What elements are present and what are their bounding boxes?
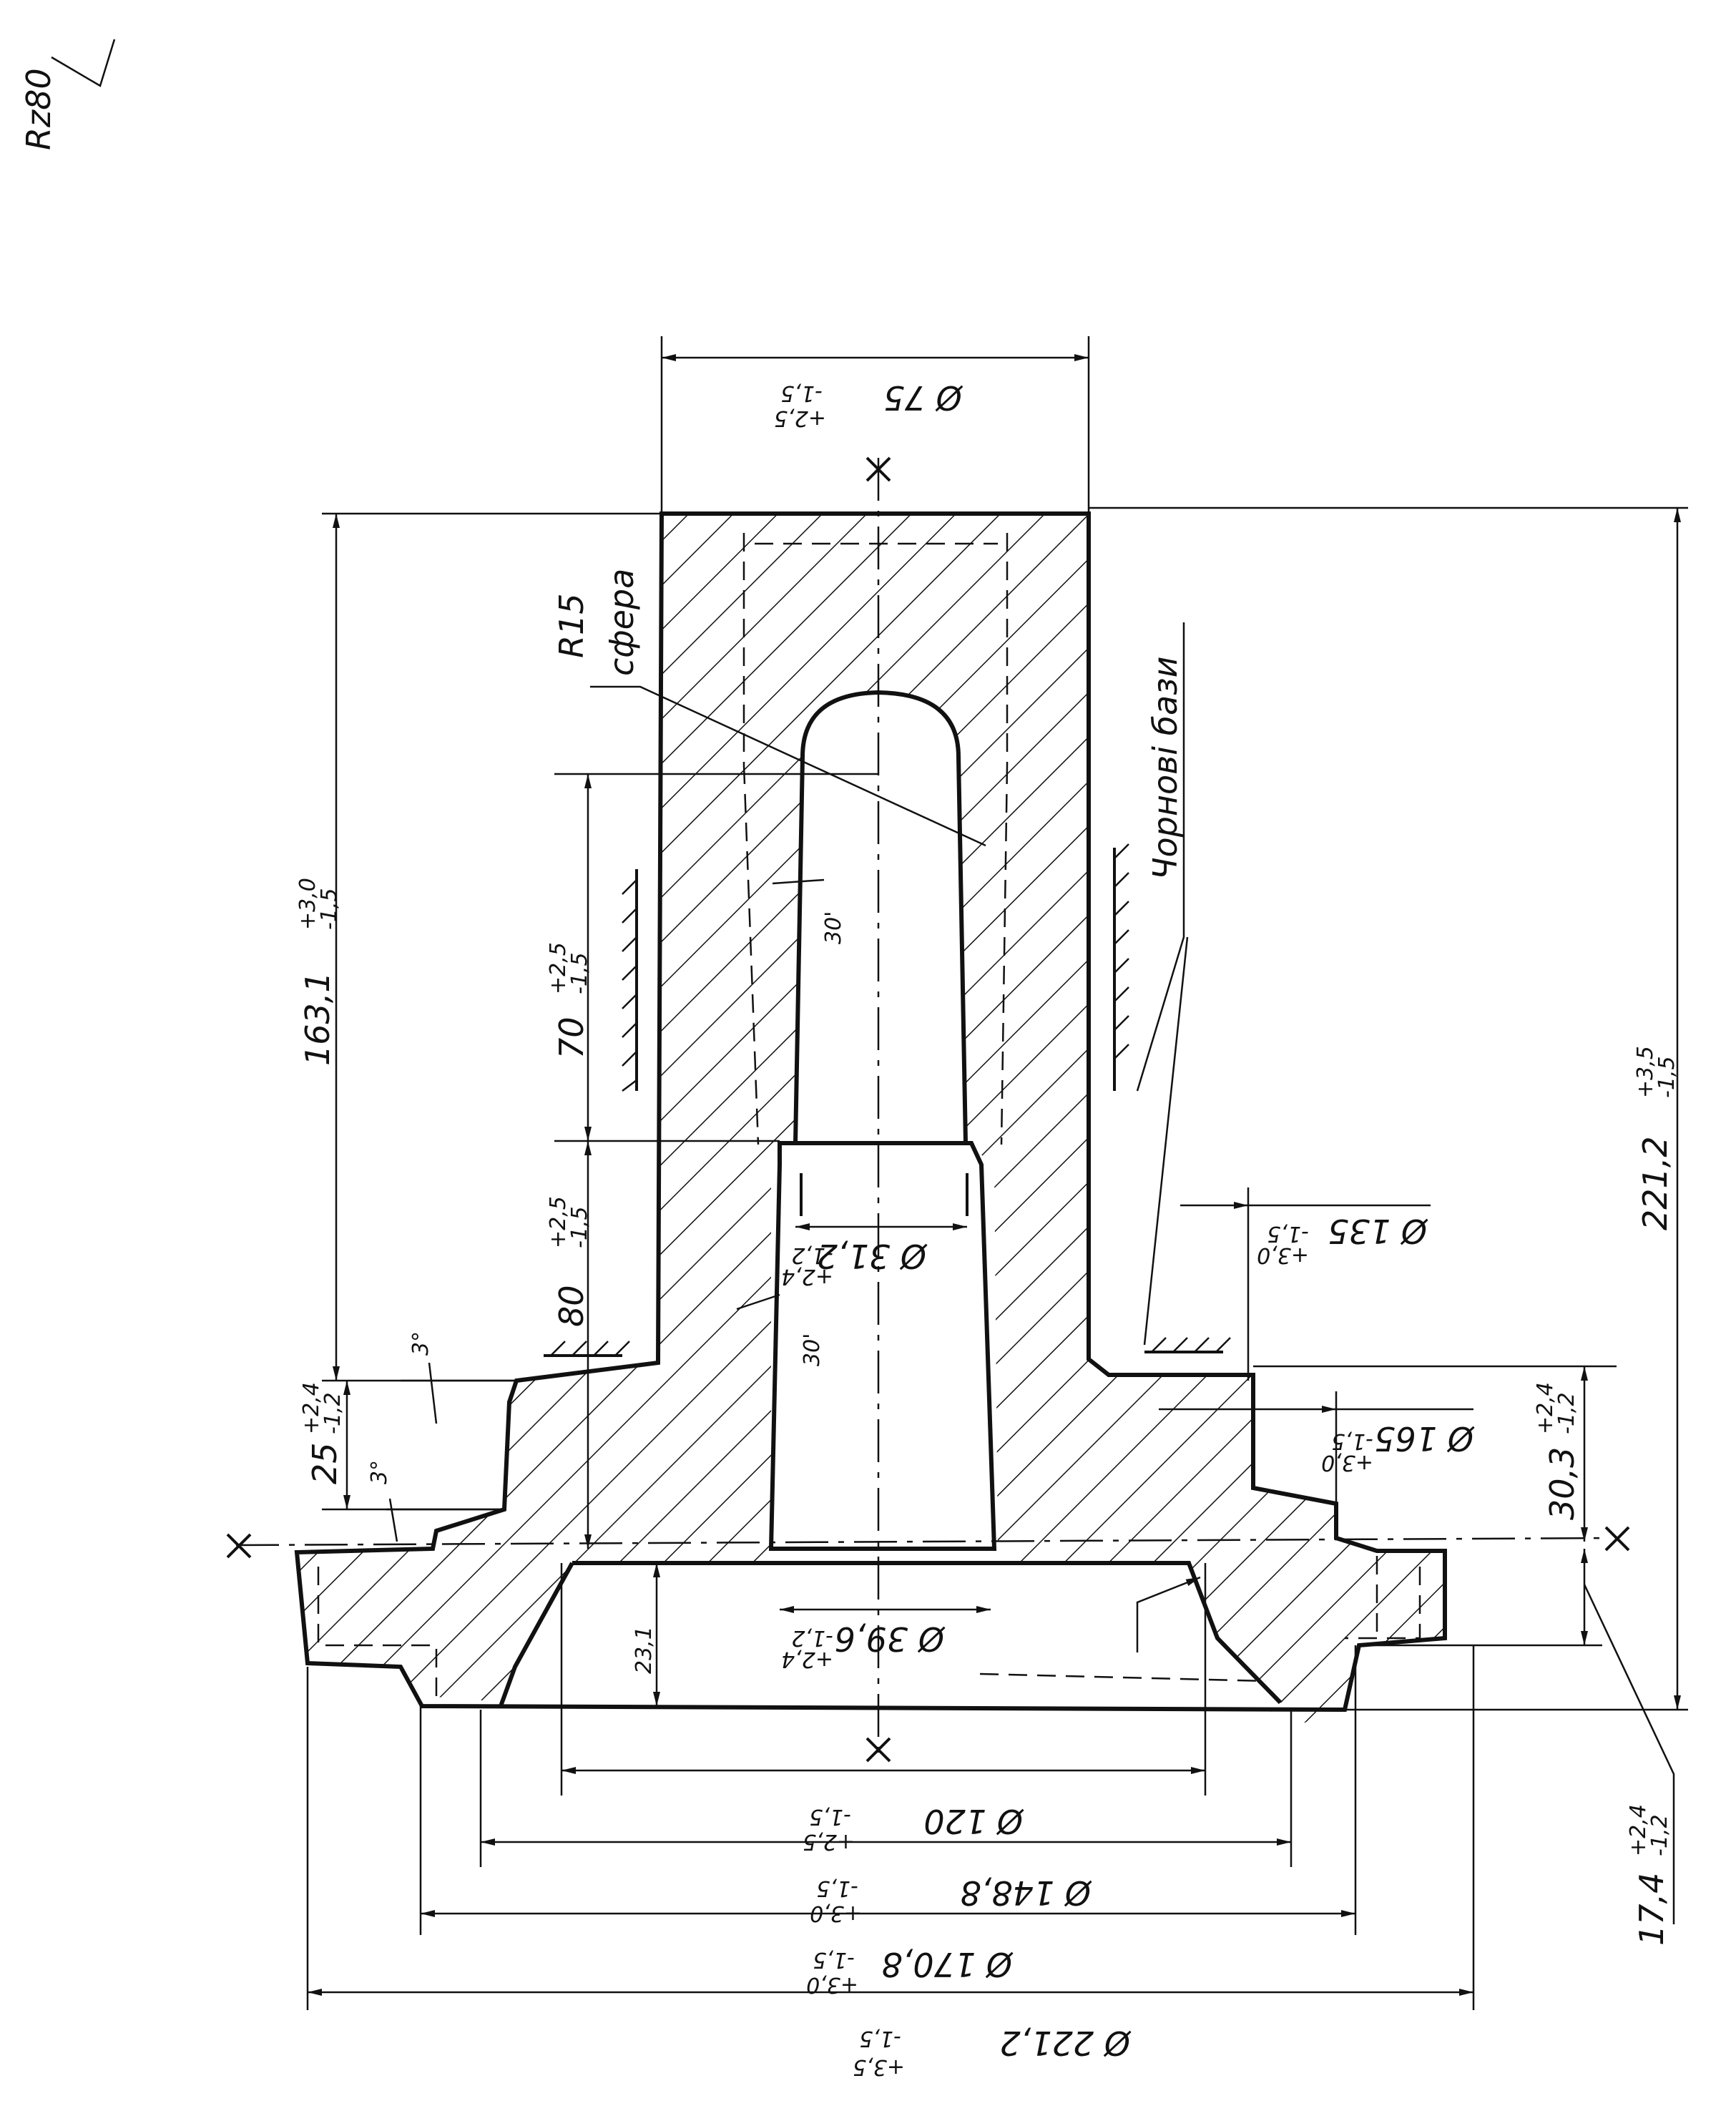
- sphere-word-label: сфера: [602, 569, 641, 676]
- dim-l303-lower: -1,2: [1554, 1392, 1579, 1434]
- dim-l303-value: 30,3: [1543, 1447, 1581, 1520]
- dim-l2212-lower: -1,5: [1654, 1056, 1679, 1098]
- dim-d2212: Ø 221,2 +3,5 -1,5: [306, 1645, 1475, 2080]
- angle-30-lower: 30': [800, 1333, 825, 1366]
- dim-d396-value: Ø 39,6: [835, 1620, 946, 1658]
- dim-d1708-value: Ø 170,8: [881, 1945, 1014, 1984]
- dim-l1631-value: 163,1: [298, 971, 337, 1066]
- roughness-mark: Rz80: [19, 39, 116, 150]
- dim-d312: Ø 31,2 +2,4 -1,2: [781, 1223, 967, 1289]
- angle-marks: 30' 30': [736, 878, 846, 1366]
- dim-l80-lower: -1,5: [567, 1206, 592, 1248]
- dim-d120-value: Ø 120: [923, 1802, 1024, 1841]
- dim-l303-upper: +2,4: [1533, 1382, 1558, 1434]
- sphere-radius-label: R15: [552, 594, 591, 659]
- dim-d135-lower: -1,5: [1267, 1221, 1309, 1246]
- rough-bases-label: Чорнові бази: [1146, 656, 1185, 880]
- dim-d2212-lower: -1,5: [859, 2026, 901, 2051]
- dim-l80-value: 80: [552, 1285, 591, 1327]
- angle-3-b: 3°: [367, 1460, 392, 1484]
- dim-d1488-value: Ø 148,8: [960, 1873, 1092, 1912]
- angle-30-upper: 30': [821, 911, 846, 944]
- dim-d135-value: Ø 135: [1328, 1212, 1428, 1250]
- dim-d165: Ø 165 +3,0 -1,5: [1159, 1391, 1475, 1502]
- dim-d165-lower: -1,5: [1331, 1429, 1373, 1454]
- dim-l25: 25 +2,4 -1,2 3° 3°: [299, 1331, 515, 1542]
- dim-d1708-lower: -1,5: [813, 1947, 855, 1972]
- sphere-callout: R15 сфера: [552, 569, 986, 847]
- dim-d75-value: Ø 75: [883, 378, 963, 417]
- dim-l25-lower: -1,2: [320, 1392, 345, 1434]
- dim-d135: Ø 135 +3,0 -1,5: [1180, 1187, 1431, 1381]
- dim-l2212-upper: +3,5: [1633, 1046, 1658, 1098]
- dim-l1631: 163,1 +3,0 -1,5: [295, 512, 662, 1381]
- dim-l80: 80 +2,5 -1,5: [546, 1141, 592, 1549]
- dim-l231: 23,1: [632, 1563, 660, 1706]
- dim-d396-upper: +2,4: [781, 1647, 833, 1672]
- dim-d120: Ø 120 +2,5 -1,5: [560, 1563, 1207, 1854]
- dim-l1631-upper: +3,0: [295, 878, 320, 930]
- dim-d75: Ø 75 +2,5 -1,5: [660, 336, 1090, 515]
- dim-d312-upper: +2,4: [781, 1264, 833, 1289]
- roughness-value: Rz80: [19, 68, 58, 150]
- dim-l303: 30,3 +2,4 -1,2: [1253, 1365, 1617, 1542]
- dim-d312-lower: -1,2: [791, 1243, 833, 1268]
- dim-d2212-value: Ø 221,2: [999, 2024, 1132, 2062]
- dim-d312-value: Ø 31,2: [817, 1237, 928, 1275]
- dim-d396-lower: -1,2: [791, 1625, 833, 1650]
- dim-l70-value: 70: [552, 1017, 591, 1059]
- dim-d165-value: Ø 165: [1374, 1419, 1475, 1458]
- dim-l174-value: 17,4: [1632, 1873, 1671, 1946]
- dim-d165-upper: +3,0: [1321, 1450, 1373, 1475]
- dim-d120-lower: -1,5: [809, 1804, 851, 1829]
- dim-d396: Ø 39,6 +2,4 -1,2: [780, 1606, 991, 1672]
- dim-d2212-upper: +3,5: [853, 2054, 905, 2080]
- dim-l25-upper: +2,4: [299, 1382, 324, 1434]
- dim-l70-lower: -1,5: [567, 952, 592, 994]
- dim-l231-value: 23,1: [632, 1626, 657, 1674]
- dim-l80-upper: +2,5: [546, 1196, 571, 1248]
- dim-l2212: 221,2 +3,5 -1,5: [1089, 506, 1688, 1711]
- dim-d75-lower: -1,5: [780, 381, 823, 406]
- dim-d1488-lower: -1,5: [816, 1876, 858, 1901]
- dim-l70: 70 +2,5 -1,5: [546, 773, 878, 1142]
- rough-base-symbols: Чорнові бази: [544, 622, 1231, 1357]
- dim-l174-lower: -1,2: [1647, 1814, 1672, 1856]
- center-axis: [226, 456, 1630, 1763]
- dim-l174: 17,4 +2,4 -1,2: [1359, 1549, 1675, 1946]
- dim-l70-upper: +2,5: [546, 942, 571, 994]
- angle-3-a: 3°: [408, 1331, 433, 1356]
- dim-l25-value: 25: [305, 1442, 344, 1484]
- dim-d75-upper: +2,5: [774, 406, 826, 431]
- dim-l2212-value: 221,2: [1636, 1136, 1674, 1230]
- dim-l174-upper: +2,4: [1626, 1804, 1651, 1856]
- dim-d1708-upper: +3,0: [806, 1972, 858, 1997]
- dim-d135-upper: +3,0: [1257, 1243, 1309, 1268]
- dim-l1631-lower: -1,5: [317, 888, 342, 930]
